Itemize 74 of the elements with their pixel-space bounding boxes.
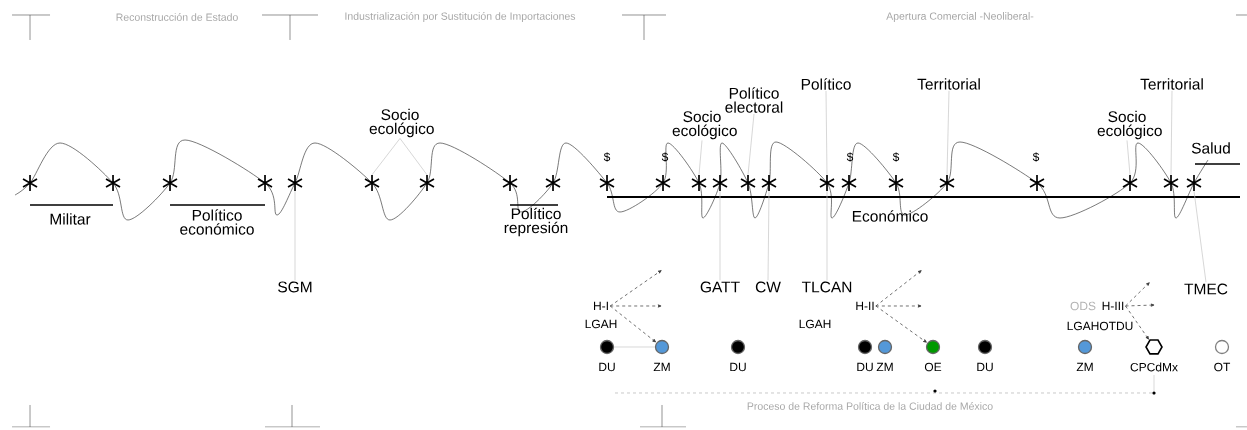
- timeline-label: H-III: [1102, 301, 1124, 311]
- connector-line: [946, 90, 950, 176]
- text-label: Apertura Comercial -Neoliberal-: [886, 12, 1034, 22]
- timeline-label: Político electoral: [725, 87, 783, 113]
- timeline-label: H-II: [856, 301, 874, 311]
- arrow: [875, 270, 922, 307]
- arrow: [1125, 282, 1150, 307]
- marker-label: DU: [599, 362, 615, 372]
- connector-line: [825, 90, 828, 176]
- text-label: Salud: [1191, 142, 1230, 154]
- arrow: [875, 305, 927, 343]
- timeline-label: Político: [801, 78, 851, 90]
- asterisk-mark: [287, 174, 303, 192]
- asterisk-mark: [712, 174, 728, 192]
- asterisk-mark: [364, 174, 380, 192]
- marker-label: ZM: [876, 362, 893, 372]
- text-label: LGAH: [799, 319, 831, 329]
- text-label: $: [1032, 152, 1040, 162]
- asterisk-mark: [691, 174, 707, 192]
- timeline-label: CW: [755, 281, 781, 293]
- arrow: [875, 304, 922, 308]
- text-label: Político económico: [180, 209, 254, 235]
- asterisk-mark: [1122, 174, 1138, 192]
- asterisk-mark: [419, 174, 435, 192]
- timeline-label: TLCAN: [801, 281, 852, 293]
- text-label: LGAHOTDU: [1067, 321, 1133, 331]
- marker-label: ZM: [1076, 362, 1093, 372]
- text-label: Reconstrucción de Estado: [116, 13, 238, 21]
- text-label: Económico: [852, 210, 928, 222]
- connector-line: [1126, 140, 1131, 176]
- timeline-label: GATT: [700, 281, 740, 293]
- asterisk-mark: [761, 174, 777, 192]
- connector-line: [747, 113, 755, 176]
- timeline-label: Socio ecológico: [1097, 110, 1162, 140]
- asterisk-mark: [819, 174, 835, 192]
- connector-line: [399, 138, 428, 176]
- timeline-label: TMEC: [1184, 283, 1228, 295]
- text-label: Político represión: [504, 207, 568, 237]
- connector-line: [371, 138, 401, 176]
- arrow: [609, 304, 662, 308]
- marker-label: DU: [857, 362, 873, 372]
- marker-label: CPCdMx: [1130, 362, 1178, 372]
- timeline-label: Socio ecológico: [369, 108, 434, 138]
- connector-line: [767, 190, 770, 281]
- marker-label: ZM: [653, 362, 670, 372]
- text-label: ODS: [1070, 301, 1096, 311]
- text-label: Militar: [50, 213, 91, 225]
- text-label: $: [603, 152, 611, 162]
- text-label: Industrialización por Sustitución de Importaciones: [345, 12, 576, 22]
- arrow: [1125, 303, 1155, 307]
- connector-line: [1170, 90, 1173, 176]
- timeline-label: Territorial: [1140, 78, 1203, 90]
- timeline-label: SGM: [278, 281, 312, 293]
- asterisk-mark: [740, 174, 756, 192]
- connector-line: [1193, 190, 1207, 283]
- hexagon-marker: [1145, 339, 1163, 355]
- arrow: [1125, 305, 1149, 340]
- marker-label: DU: [977, 362, 993, 372]
- marker-label: OT: [1214, 362, 1231, 372]
- asterisk-mark: [1163, 174, 1179, 192]
- connector-line: [698, 140, 703, 176]
- text-label: Proceso de Reforma Política de la Ciudad de México: [747, 402, 993, 410]
- text-label: $: [661, 152, 669, 162]
- arrow: [609, 270, 662, 307]
- arrow: [609, 305, 656, 343]
- text-label: $: [892, 152, 900, 162]
- text-label: LGAH: [585, 319, 617, 329]
- marker-label: DU: [730, 362, 746, 372]
- asterisk-mark: [939, 174, 955, 192]
- asterisk-mark: [1186, 174, 1202, 192]
- marker-label: OE: [924, 362, 942, 372]
- timeline-label: Territorial: [917, 78, 980, 90]
- text-label: $: [846, 152, 854, 162]
- timeline-label: H-I: [594, 301, 608, 311]
